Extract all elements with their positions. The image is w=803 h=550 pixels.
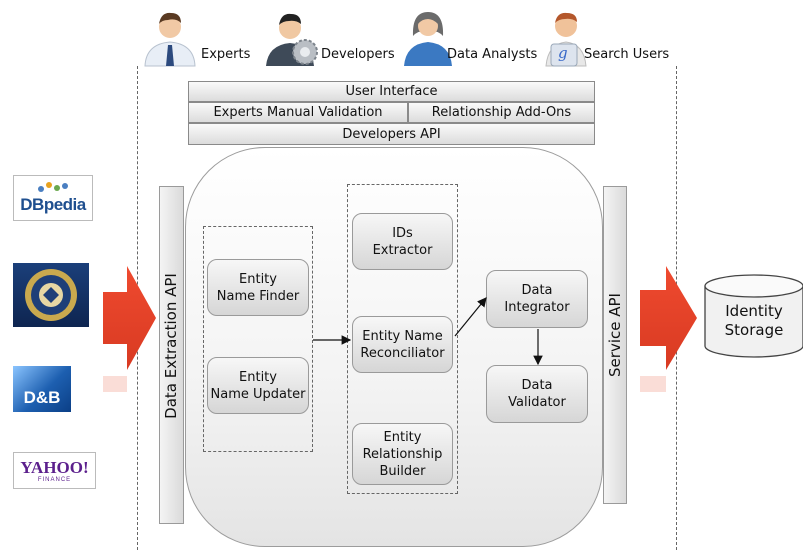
data-extraction-api-bar <box>159 186 184 524</box>
identity-storage-line1: Identity <box>725 302 783 320</box>
actor-figures <box>144 12 587 67</box>
dnb-wordmark: D&B <box>23 388 61 407</box>
data-validator-line2: Validator <box>508 395 566 410</box>
dbpedia-logo: DBpedia <box>13 175 93 221</box>
entity-name-finder-module: Entity Name Finder <box>207 259 309 316</box>
entity-name-reconciliator-module: Entity Name Reconciliator <box>352 316 453 373</box>
google-g-icon: g <box>558 44 568 62</box>
entity-relationship-builder-line3: Builder <box>379 463 426 479</box>
data-integrator-line2: Integrator <box>504 300 570 315</box>
ids-extractor-line1: IDs <box>392 225 413 241</box>
entity-relationship-builder-module: Entity Relationship Builder <box>352 423 453 485</box>
yahoo-finance-logo: YAHOO! FINANCE <box>13 452 96 489</box>
identity-storage-label: Identity Storage <box>710 302 798 340</box>
expert-user-icon <box>144 12 196 67</box>
service-api-bar <box>603 186 627 504</box>
yahoo-wordmark: YAHOO! <box>20 457 89 477</box>
experts-manual-validation-layer: Experts Manual Validation <box>188 102 408 123</box>
data-validator-line1: Data <box>521 378 553 393</box>
ids-extractor-module: IDs Extractor <box>352 213 453 270</box>
developers-api-layer: Developers API <box>188 123 595 145</box>
input-arrow <box>103 266 156 370</box>
system-boundary-left <box>137 66 138 550</box>
label-search-users: Search Users <box>584 47 670 62</box>
data-integrator-line1: Data <box>521 283 553 298</box>
entity-relationship-builder-line1: Entity <box>383 429 422 445</box>
sec-seal-icon <box>25 269 77 321</box>
entity-name-reconciliator-line1: Entity Name <box>362 328 443 344</box>
analyst-user-icon <box>404 12 452 66</box>
entity-relationship-builder-line2: Relationship <box>362 446 443 462</box>
entity-name-updater-line2: Name Updater <box>210 386 306 402</box>
label-experts: Experts <box>201 47 251 62</box>
search-user-icon <box>545 12 587 67</box>
user-interface-layer: User Interface <box>188 81 595 102</box>
identity-storage-line2: Storage <box>724 321 784 339</box>
dbpedia-wordmark: DBpedia <box>20 195 86 214</box>
label-data-analysts: Data Analysts <box>447 47 538 62</box>
entity-name-updater-line1: Entity <box>239 369 277 385</box>
entity-name-finder-line1: Entity <box>239 271 277 287</box>
output-arrow <box>640 266 697 370</box>
data-integrator-module: Data Integrator <box>486 270 588 328</box>
dbpedia-dots-icon <box>38 182 68 192</box>
data-validator-module: Data Validator <box>486 365 588 423</box>
ids-extractor-line2: Extractor <box>372 242 433 258</box>
relationship-addons-layer: Relationship Add-Ons <box>408 102 595 123</box>
system-boundary-right <box>676 66 677 550</box>
service-api-label: Service API <box>606 293 624 377</box>
data-extraction-api-label: Data Extraction API <box>162 273 180 419</box>
entity-name-reconciliator-line2: Reconciliator <box>360 345 445 361</box>
entity-name-updater-module: Entity Name Updater <box>207 357 309 414</box>
developer-user-icon <box>266 13 318 66</box>
label-developers: Developers <box>321 47 395 62</box>
yahoo-finance-sub: FINANCE <box>37 476 72 483</box>
name-discovery-group <box>203 226 313 452</box>
entity-name-finder-line2: Name Finder <box>216 288 300 304</box>
sec-seal-logo <box>13 263 89 327</box>
dnb-logo: D&B <box>13 366 71 412</box>
